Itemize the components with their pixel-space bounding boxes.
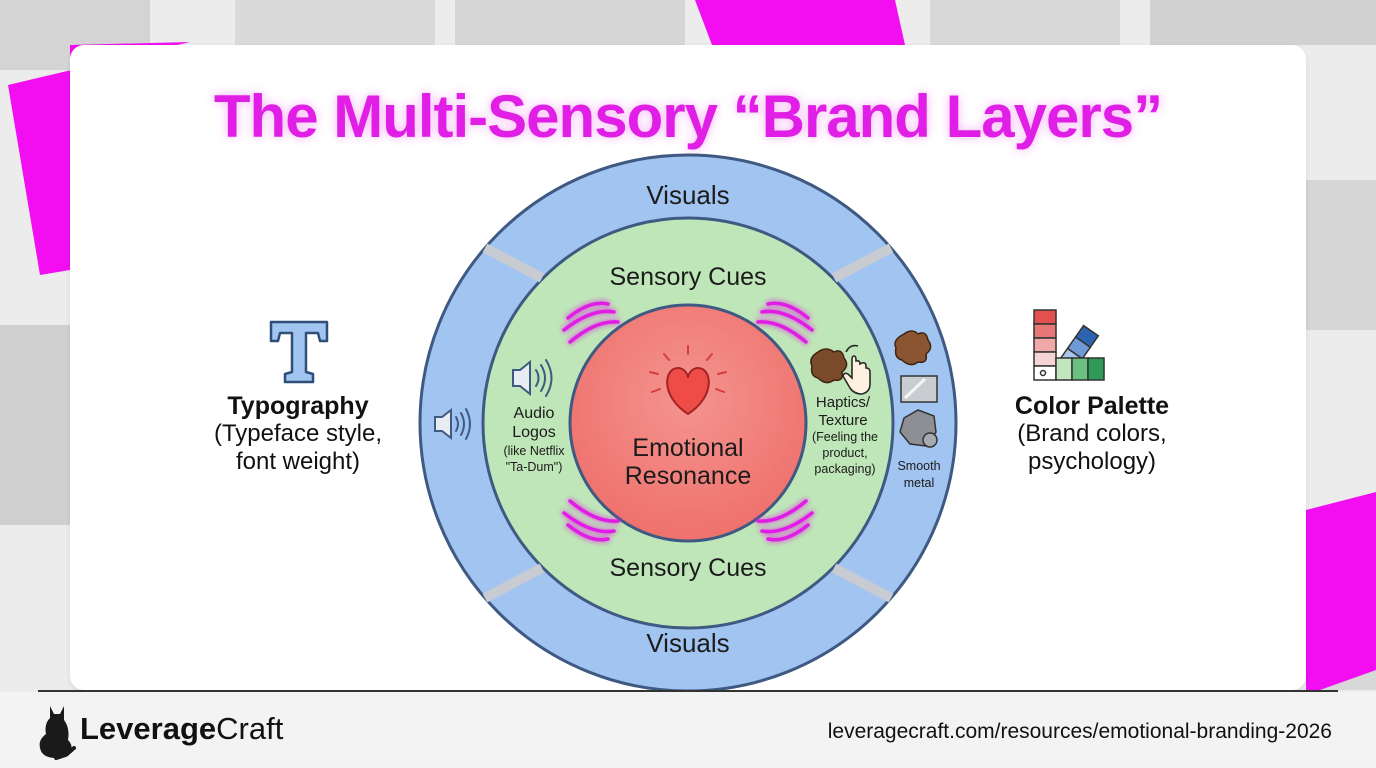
color-palette-panel: Color Palette (Brand colors, psychology) (982, 392, 1202, 476)
middle-ring-label-bottom: Sensory Cues (609, 554, 766, 582)
center-circle (568, 303, 808, 543)
middle-ring-label-top: Sensory Cues (609, 263, 766, 291)
typography-panel: Typography (Typeface style, font weight) (188, 392, 408, 476)
haptics-note-line2: product, (822, 446, 867, 460)
page-title: The Multi-Sensory “Brand Layers” (213, 83, 1163, 150)
footer-divider (38, 690, 1338, 692)
heart-icon (649, 345, 727, 416)
haptics-label-line1: Haptics/ (816, 394, 871, 411)
metal-plate-icon (900, 375, 938, 403)
outer-ring-label-top: Visuals (646, 180, 729, 210)
color-palette-icon (1033, 309, 1105, 381)
brand-name-bold: Leverage (80, 711, 217, 746)
outer-ring-label-bottom: Visuals (646, 628, 729, 658)
audio-note-line1: (like Netflix (503, 444, 565, 458)
footer-bar (0, 692, 1376, 768)
audio-note-line2: "Ta-Dum") (506, 460, 563, 474)
cat-logo-icon (39, 706, 76, 760)
color-palette-heading: Color Palette (1014, 392, 1170, 420)
typography-heading: Typography (227, 392, 369, 420)
haptics-label-line2: Texture (818, 412, 867, 429)
center-label-line1: Emotional (632, 434, 743, 462)
footer-url[interactable]: leveragecraft.com/resources/emotional-br… (827, 720, 1332, 743)
metal-label-line1: Smooth (897, 459, 940, 473)
sensory-wave-arcs (562, 301, 814, 542)
leather-swatch-icon (810, 348, 848, 384)
haptics-note-line1: (Feeling the (812, 430, 878, 444)
audio-label-line2: Logos (512, 424, 556, 441)
speaker-icon (434, 407, 471, 441)
audio-label-line1: Audio (514, 405, 555, 422)
brand-logo[interactable]: LeverageCraft (80, 711, 283, 747)
color-palette-description: (Brand colors, psychology) (1017, 420, 1167, 475)
stone-icon (899, 409, 938, 448)
typography-icon (269, 320, 329, 384)
metal-label-line2: metal (904, 476, 935, 490)
speaker-icon (512, 359, 553, 397)
center-label-line2: Resonance (625, 462, 751, 490)
leather-swatch-icon (894, 330, 932, 366)
hand-touch-icon (842, 344, 871, 395)
typography-description: (Typeface style, font weight) (213, 420, 383, 475)
ring-dividers (482, 243, 894, 603)
brand-name-regular: Craft (216, 711, 284, 746)
haptics-note-line3: packaging) (814, 462, 875, 476)
